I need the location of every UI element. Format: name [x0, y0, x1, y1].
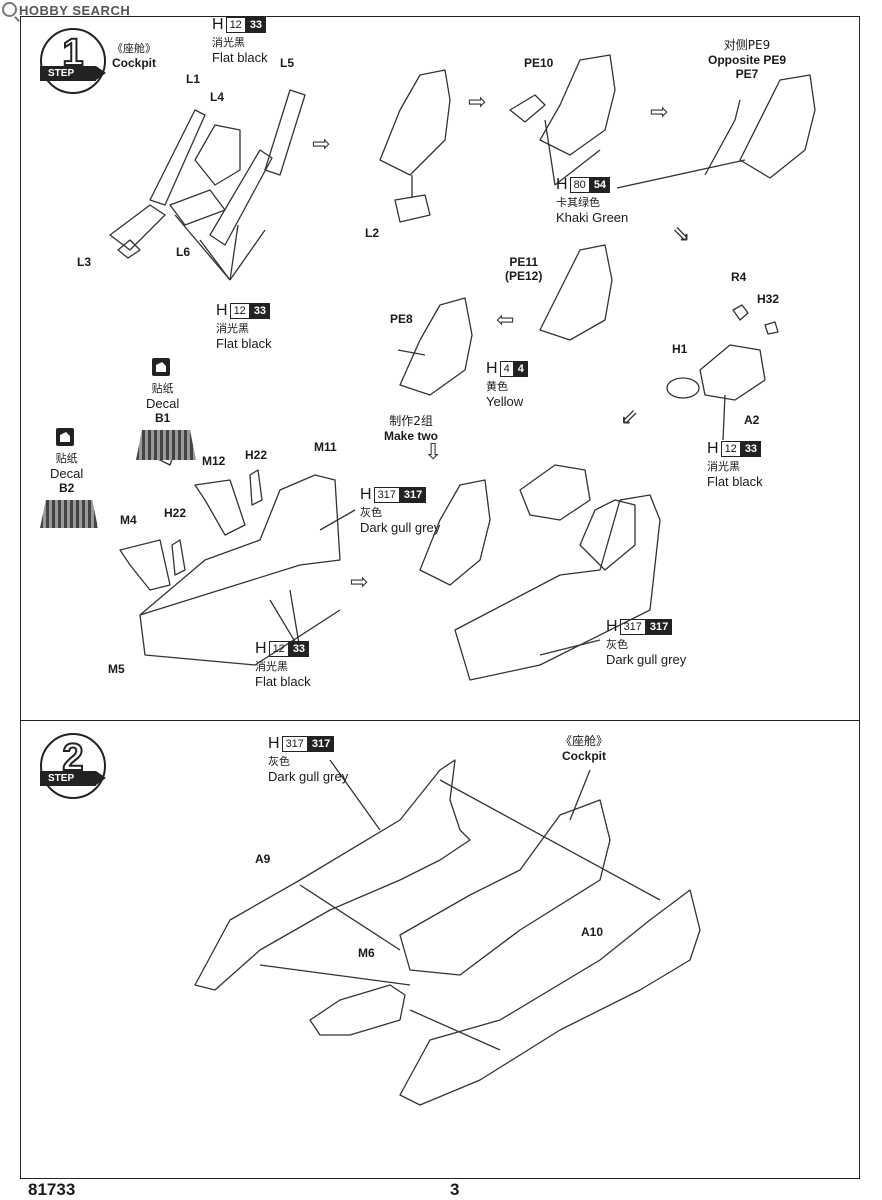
part-label-l4: L4: [210, 90, 225, 104]
headrest-parts-drawing: [666, 304, 779, 401]
part-label-h1: H1: [672, 342, 688, 356]
paint-callout-flat-black-bottom: H 12 33 消光黑 Flat black: [255, 640, 311, 689]
seat-assembled-drawing-1: [379, 69, 451, 223]
part-label-a9: A9: [255, 852, 271, 866]
fuselage-half-a10-drawing: [399, 889, 701, 1106]
part-label-a2: A2: [744, 413, 760, 427]
part-label-l6: L6: [176, 245, 191, 259]
flow-arrow-icon: ⇨: [468, 90, 487, 115]
cockpit-tub-drawing-left: [119, 439, 341, 666]
part-label-m11: M11: [314, 440, 337, 454]
page-number: 3: [450, 1180, 460, 1199]
part-m6-drawing: [309, 984, 406, 1036]
part-label-a10: A10: [581, 925, 604, 939]
part-label-l3: L3: [77, 255, 92, 269]
paint-callout-flat-black-top: H 12 33 消光黑 Flat black: [212, 16, 268, 65]
part-label-pe8: PE8: [390, 312, 413, 326]
part-label-l5: L5: [280, 56, 295, 70]
kit-number: 81733: [28, 1180, 76, 1199]
paint-callout-flat-black-right: H 12 33 消光黑 Flat black: [707, 440, 763, 489]
step-2-badge: 2 STEP: [40, 733, 106, 799]
part-label-m5: M5: [108, 662, 125, 676]
make-two-note: 制作2组 Make two: [384, 414, 439, 443]
paint-callout-gull-grey-step2: H 317 317 灰色 Dark gull grey: [268, 735, 349, 784]
magnifier-icon: [2, 2, 17, 17]
cockpit-heading: 《座舱》 Cockpit: [112, 42, 157, 70]
seat-exploded-drawing: [109, 89, 306, 259]
fuselage-half-a9-drawing: [194, 759, 471, 991]
seat-assembled-drawing-5: [397, 297, 473, 396]
decal-b1-graphic: [136, 430, 196, 460]
paint-callout-yellow: H 4 4 黄色 Yellow: [486, 360, 528, 409]
flow-arrow-icon: ⇨: [350, 570, 369, 595]
cockpit-tub-drawing-right: [419, 464, 661, 681]
paint-callout-khaki-green: H 80 54 卡其绿色 Khaki Green: [556, 176, 629, 225]
paint-callout-flat-black-mid: H 12 33 消光黑 Flat black: [216, 302, 272, 351]
seat-assembled-drawing-2: [509, 54, 616, 156]
part-label-h22-upper: H22: [245, 448, 268, 462]
part-label-h32: H32: [757, 292, 780, 306]
flow-arrow-icon: ⇦: [496, 308, 515, 333]
decal-note-b2: 贴纸 Decal B2: [50, 452, 84, 495]
instruction-frame: [20, 16, 860, 1179]
flow-arrow-icon: ⇨: [650, 100, 669, 125]
part-label-l1: L1: [186, 72, 201, 86]
decal-note-b1: 贴纸 Decal B1: [146, 382, 180, 425]
part-label-l2: L2: [365, 226, 380, 240]
cockpit-tub-step2-drawing: [399, 799, 611, 976]
cockpit-heading-step2: 《座舱》 Cockpit: [560, 734, 609, 763]
part-label-pe10: PE10: [524, 56, 554, 70]
decal-icon: [152, 358, 170, 376]
paint-callout-gull-grey-right: H 317 317 灰色 Dark gull grey: [606, 618, 687, 667]
paint-callout-gull-grey-left: H 317 317 灰色 Dark gull grey: [360, 486, 441, 535]
decal-b2-graphic: [40, 500, 98, 528]
flow-arrow-icon: ⇙: [620, 405, 639, 430]
part-label-m6: M6: [358, 946, 375, 960]
step-1-badge: 1 STEP: [40, 28, 106, 94]
part-label-r4: R4: [731, 270, 747, 284]
flow-arrow-icon: ⇩: [424, 440, 443, 465]
flow-arrow-icon: ⇨: [312, 132, 331, 157]
part-label-pe11: PE11 (PE12): [505, 255, 543, 283]
part-label-h22-lower: H22: [164, 506, 187, 520]
watermark: HOBBY SEARCH: [2, 2, 130, 18]
seat-assembled-drawing-3: [704, 74, 816, 179]
opposite-pe9-note: 对侧PE9 Opposite PE9 PE7: [708, 38, 787, 81]
part-label-m4: M4: [120, 513, 137, 527]
flow-arrow-icon: ⇘: [672, 222, 691, 247]
step-divider: [20, 720, 860, 721]
decal-icon: [56, 428, 74, 446]
seat-assembled-drawing-4: [539, 244, 613, 341]
part-label-m12: M12: [202, 454, 226, 468]
